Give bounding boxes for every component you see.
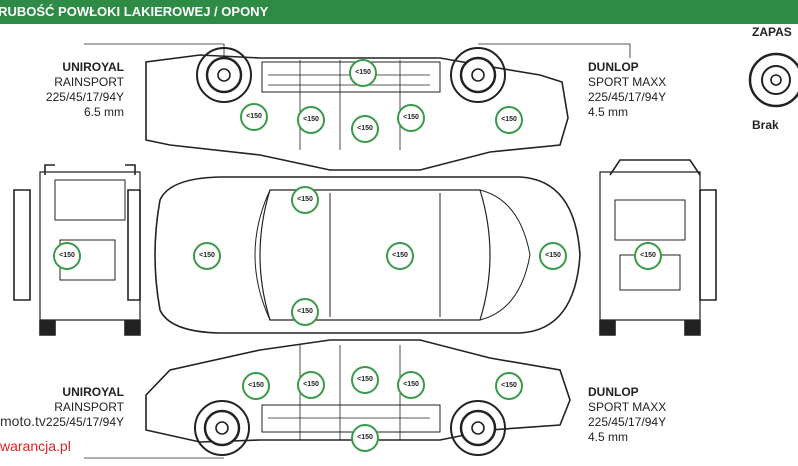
tire-size: 225/45/17/94Y — [588, 90, 667, 104]
tire-info-front-left: UNIROYAL RAINSPORT 225/45/17/94Y 6.5 mm — [44, 60, 124, 120]
tire-tread: 4.5 mm — [588, 105, 629, 119]
car-top-view — [154, 176, 581, 334]
tire-tread: 4.5 mm — [588, 430, 629, 444]
paint-marker: <150 — [291, 298, 319, 326]
spare-status: Brak — [752, 118, 779, 132]
tire-brand: UNIROYAL — [62, 60, 124, 74]
paint-marker-front: <150 — [53, 242, 81, 270]
tire-brand: DUNLOP — [588, 385, 639, 399]
paint-marker: <150 — [349, 59, 377, 87]
tire-model: SPORT MAXX — [588, 75, 667, 89]
tire-model: RAINSPORT — [54, 75, 124, 89]
watermark-line2: warancja.pl — [0, 438, 71, 454]
tire-brand: DUNLOP — [588, 60, 639, 74]
paint-marker: <150 — [242, 372, 270, 400]
tire-brand: UNIROYAL — [62, 385, 124, 399]
paint-marker: <150 — [397, 371, 425, 399]
header-bar: GRUBOŚĆ POWŁOKI LAKIEROWEJ / OPONY — [0, 0, 798, 24]
paint-marker: <150 — [240, 103, 268, 131]
paint-marker: <150 — [386, 242, 414, 270]
paint-marker-rear: <150 — [634, 242, 662, 270]
tire-model: RAINSPORT — [54, 400, 124, 414]
paint-marker: <150 — [291, 186, 319, 214]
paint-marker: <150 — [351, 424, 379, 452]
paint-marker: <150 — [495, 106, 523, 134]
tire-info-front-right: UNIROYAL RAINSPORT 225/45/17/94Y — [44, 385, 124, 430]
spare-title: ZAPAS — [752, 25, 792, 39]
car-rear-view — [599, 159, 717, 336]
tire-model: SPORT MAXX — [588, 400, 667, 414]
paint-marker: <150 — [193, 242, 221, 270]
tire-tread: 6.5 mm — [83, 105, 124, 119]
paint-marker: <150 — [351, 366, 379, 394]
car-front-view — [13, 164, 141, 336]
header-title: GRUBOŚĆ POWŁOKI LAKIEROWEJ / OPONY — [0, 4, 269, 19]
paint-marker: <150 — [297, 371, 325, 399]
watermark-line1: moto.tv — [0, 413, 46, 429]
spare-wheel-icon — [748, 52, 798, 108]
tire-info-rear-right: DUNLOP SPORT MAXX 225/45/17/94Y 4.5 mm — [588, 385, 688, 445]
paint-marker: <150 — [539, 242, 567, 270]
paint-marker: <150 — [351, 115, 379, 143]
paint-marker: <150 — [397, 104, 425, 132]
paint-marker: <150 — [495, 372, 523, 400]
car-side-bottom — [145, 339, 571, 456]
paint-marker: <150 — [297, 106, 325, 134]
tire-info-rear-left: DUNLOP SPORT MAXX 225/45/17/94Y 4.5 mm — [588, 60, 688, 120]
tire-size: 225/45/17/94Y — [45, 415, 124, 429]
tire-size: 225/45/17/94Y — [588, 415, 667, 429]
tire-size: 225/45/17/94Y — [45, 90, 124, 104]
car-side-top — [145, 47, 569, 171]
